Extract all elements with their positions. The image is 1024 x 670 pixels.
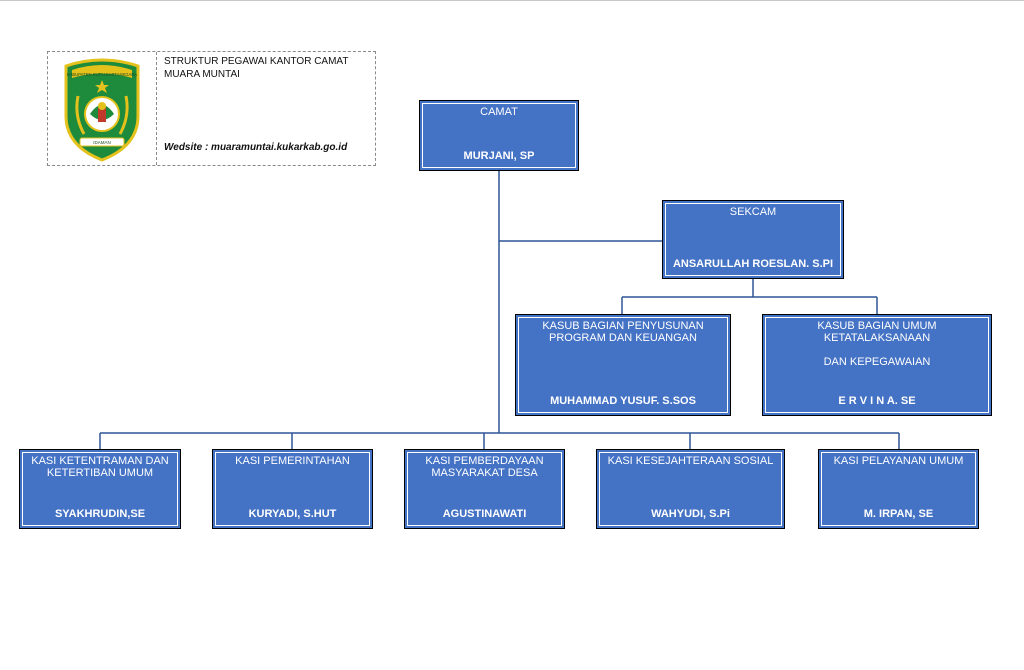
org-name-kasi-trantib: SYAKHRUDIN,SE (54, 508, 146, 520)
org-role-sekcam: SEKCAM (729, 206, 777, 218)
header-title: STRUKTUR PEGAWAI KANTOR CAMAT MUARA MUNT… (164, 55, 364, 81)
header-divider (156, 52, 157, 165)
org-role-camat: CAMAT (480, 106, 518, 118)
header-title-line2: MUARA MUNTAI (164, 69, 240, 80)
org-role-kasub-program: KASUB BAGIAN PENYUSUNAN PROGRAM DAN KEUA… (542, 320, 704, 344)
org-box-kasi-pelayanan: KASI PELAYANAN UMUM M. IRPAN, SE (818, 449, 979, 529)
org-box-kasub-program: KASUB BAGIAN PENYUSUNAN PROGRAM DAN KEUA… (515, 314, 731, 416)
org-box-camat: CAMAT MURJANI, SP (419, 100, 579, 171)
header-title-line1: STRUKTUR PEGAWAI KANTOR CAMAT (164, 56, 349, 67)
kutai-kartanegara-logo: KABUPATEN KUTAI KARTANEGARA IDAMAN (64, 58, 140, 162)
org-role-kasi-trantib: KASI KETENTRAMAN DAN KETERTIBAN UMUM (31, 455, 169, 479)
org-name-kasub-program: MUHAMMAD YUSUF. S.SOS (550, 395, 696, 407)
logo-bottom-text: IDAMAN (93, 140, 111, 145)
header-box: KABUPATEN KUTAI KARTANEGARA IDAMAN STRUK… (47, 51, 376, 166)
logo-top-text: KABUPATEN KUTAI KARTANEGARA (67, 72, 138, 77)
org-box-kasi-trantib: KASI KETENTRAMAN DAN KETERTIBAN UMUM SYA… (19, 449, 181, 529)
org-name-kasi-kesos: WAHYUDI, S.Pi (651, 508, 730, 520)
org-name-kasi-pemerintahan: KURYADI, S.HUT (248, 508, 337, 520)
org-role-kasi-pmd: KASI PEMBERDAYAAN MASYARAKAT DESA (425, 455, 544, 479)
org-name-kasi-pmd: AGUSTINAWATI (442, 508, 527, 520)
top-border-line (0, 0, 1024, 1)
org-name-sekcam: ANSARULLAH ROESLAN. S.PI (672, 258, 834, 270)
org-box-sekcam: SEKCAM ANSARULLAH ROESLAN. S.PI (662, 200, 844, 279)
org-box-kasi-kesos: KASI KESEJAHTERAAN SOSIAL WAHYUDI, S.Pi (596, 449, 785, 529)
org-name-kasi-pelayanan: M. IRPAN, SE (863, 508, 934, 520)
org-box-kasub-umum: KASUB BAGIAN UMUM KETATALAKSANAAN DAN KE… (762, 314, 992, 416)
org-name-kasub-umum: E R V I N A. SE (838, 395, 916, 407)
org-role-kasi-pelayanan: KASI PELAYANAN UMUM (833, 455, 964, 467)
org-box-kasi-pemerintahan: KASI PEMERINTAHAN KURYADI, S.HUT (212, 449, 373, 529)
org-box-kasi-pmd: KASI PEMBERDAYAAN MASYARAKAT DESA AGUSTI… (404, 449, 565, 529)
org-role-kasub-umum: KASUB BAGIAN UMUM KETATALAKSANAAN DAN KE… (817, 320, 937, 368)
header-website: Wedsite : muaramuntai.kukarkab.go.id (164, 142, 348, 153)
org-name-camat: MURJANI, SP (463, 150, 535, 162)
org-role-kasi-kesos: KASI KESEJAHTERAAN SOSIAL (607, 455, 774, 467)
org-role-kasi-pemerintahan: KASI PEMERINTAHAN (235, 455, 350, 467)
